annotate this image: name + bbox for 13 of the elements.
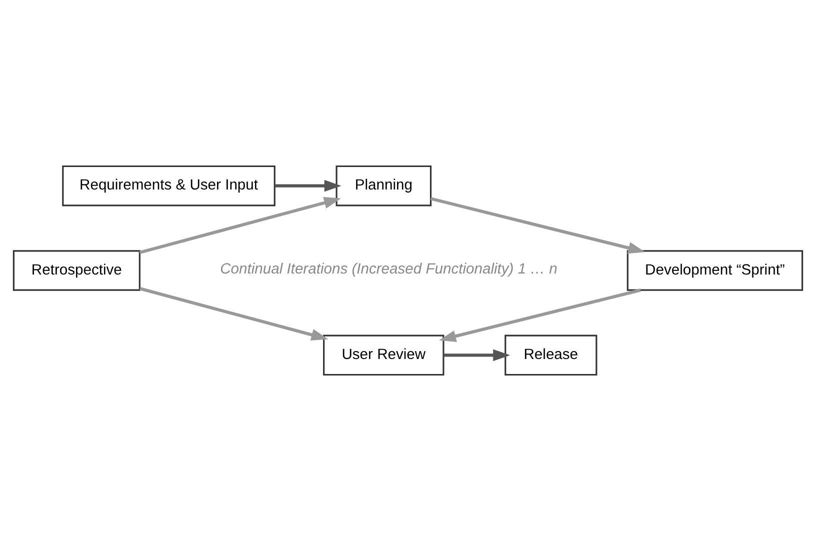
node-box: Development “Sprint” <box>626 250 804 290</box>
node-box: Release <box>504 334 598 376</box>
node-box: Requirements & User Input <box>62 164 276 206</box>
arrow <box>430 196 646 254</box>
node-box: Retrospective <box>12 250 140 290</box>
label: Continual Iterations (Increased Functionality) 1 … n <box>220 260 558 277</box>
node-box: Planning <box>336 164 432 206</box>
arrow <box>444 348 510 361</box>
node-box: User Review <box>323 334 444 376</box>
arrow <box>140 286 328 340</box>
arrow <box>274 179 342 192</box>
arrow <box>439 288 641 342</box>
arrow <box>139 196 341 254</box>
